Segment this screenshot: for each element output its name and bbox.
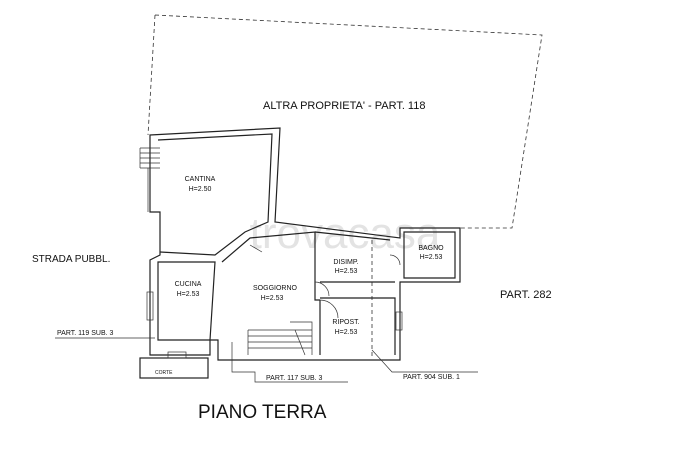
corte-outline bbox=[139, 357, 209, 379]
room-height-cucina: H=2.53 bbox=[177, 291, 200, 298]
door-arcs bbox=[249, 244, 401, 319]
neighbor-top-label: ALTRA PROPRIETA' - PART. 118 bbox=[263, 100, 425, 112]
room-name-ripost: RIPOST. bbox=[332, 319, 359, 326]
building-outline bbox=[149, 127, 461, 361]
room-name-soggiorno: SOGGIORNO bbox=[253, 285, 298, 292]
neighbor-left-label: STRADA PUBBL. bbox=[32, 254, 110, 265]
neighbor-right-label: PART. 282 bbox=[500, 289, 552, 301]
ripost-walls bbox=[320, 297, 396, 355]
room-name-disimp: DISIMP. bbox=[333, 259, 358, 266]
plan-title: PIANO TERRA bbox=[198, 402, 327, 423]
room-name-bagno: BAGNO bbox=[418, 245, 444, 252]
cucina-window bbox=[146, 291, 154, 321]
room-height-soggiorno: H=2.53 bbox=[261, 295, 284, 302]
room-height-bagno: H=2.53 bbox=[420, 254, 443, 261]
room-height-cantina: H=2.50 bbox=[189, 186, 212, 193]
watermark: trovacasa bbox=[250, 209, 441, 258]
cantina-walls bbox=[157, 133, 273, 256]
soggiorno-walls bbox=[221, 231, 395, 355]
parcel-label-117: PART. 117 SUB. 3 bbox=[266, 375, 323, 382]
parcel-label-119: PART. 119 SUB. 3 bbox=[57, 330, 114, 337]
parcel-label-904: PART. 904 SUB. 1 bbox=[403, 374, 460, 381]
room-name-cantina: CANTINA bbox=[185, 176, 216, 183]
corte-label: CORTE bbox=[155, 370, 173, 376]
room-height-ripost: H=2.53 bbox=[335, 329, 358, 336]
stairs-top bbox=[139, 147, 160, 212]
leader-lines bbox=[55, 337, 478, 383]
room-name-cucina: CUCINA bbox=[175, 281, 202, 288]
stairs-bottom bbox=[247, 321, 313, 356]
neighbor-property-outline bbox=[147, 14, 543, 229]
bagno-walls bbox=[403, 231, 456, 279]
corte-step bbox=[167, 351, 187, 359]
cucina-walls bbox=[157, 261, 216, 341]
ripost-window bbox=[395, 311, 403, 331]
room-height-disimp: H=2.53 bbox=[335, 268, 358, 275]
